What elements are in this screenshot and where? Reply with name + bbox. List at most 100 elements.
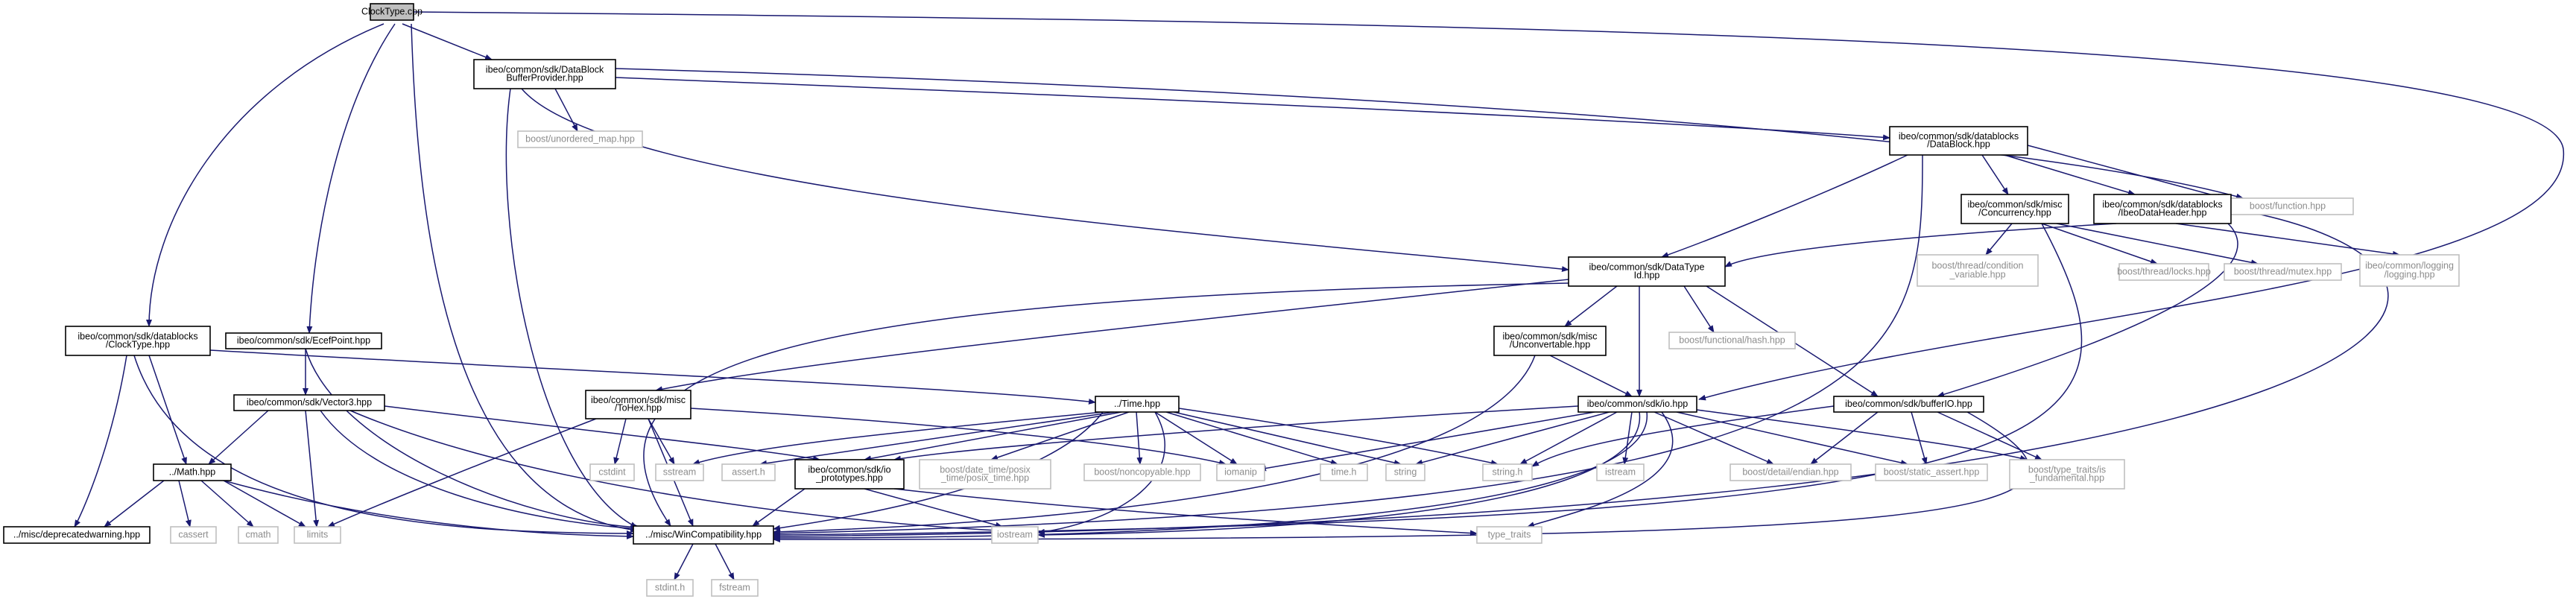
- node-cassert: cassert: [170, 526, 217, 544]
- node-label: type_traits: [1488, 529, 1531, 539]
- edge-dbbuf-to-wincompat: [505, 88, 638, 528]
- node-sassert: boost/static_assert.hpp: [1875, 463, 1988, 481]
- node-box: [1568, 256, 1726, 287]
- node-label: /DataBlock.hpp: [1927, 139, 1990, 150]
- edge-ibeohdr-to-wincompat: [773, 208, 2389, 539]
- node-label: ibeo/common/sdk/io: [808, 464, 890, 475]
- edge-clocktype-to-wincompat: [133, 355, 634, 536]
- node-fstream: fstream: [711, 579, 759, 597]
- edge-dtid-to-unconv: [1564, 285, 1618, 327]
- node-box: [370, 3, 414, 21]
- node-box: [655, 463, 704, 481]
- node-label: ibeo/common/sdk/datablocks: [77, 331, 197, 341]
- node-box: [225, 332, 382, 349]
- node-condvar: boost/thread/condition_variable.hpp: [1917, 254, 2039, 287]
- node-box: [1668, 332, 1796, 349]
- node-label: ibeo/common/sdk/datablocks: [1899, 131, 2019, 142]
- node-box: [589, 463, 635, 481]
- node-label: Id.hpp: [1634, 270, 1660, 280]
- edge-dbbuf-to-datablock: [615, 77, 1890, 141]
- edge-root-to-clocktype: [146, 23, 384, 327]
- node-box: [1596, 463, 1645, 481]
- edge-bufio-to-wincompat: [773, 411, 2030, 542]
- node-label: _time/posix_time.hpp: [940, 472, 1029, 483]
- node-label: sstream: [663, 466, 696, 477]
- node-cmath: cmath: [238, 526, 279, 544]
- node-box: [2224, 263, 2342, 281]
- node-label: ClockType.cpp: [361, 6, 423, 16]
- node-box: [1482, 463, 1533, 481]
- node-wincompat[interactable]: ../misc/WinCompatibility.hpp: [633, 525, 774, 545]
- edge-io-to-stringh: [1519, 411, 1618, 465]
- node-cstdint: cstdint: [589, 463, 635, 481]
- node-label: boost/noncopyable.hpp: [1094, 466, 1190, 477]
- edge-bufio-to-endian: [1810, 411, 1879, 465]
- edge-io-to-sassert: [1676, 411, 1908, 466]
- node-ioproto[interactable]: ibeo/common/sdk/io_prototypes.hpp: [794, 459, 905, 490]
- edge-ioproto-to-type_traits: [893, 488, 1478, 536]
- edge-tohex-to-sstream: [648, 418, 675, 465]
- node-label: assert.h: [732, 466, 765, 477]
- node-io[interactable]: ibeo/common/sdk/io.hpp: [1577, 396, 1697, 413]
- node-box: [1216, 463, 1265, 481]
- node-label: ibeo/common/sdk/misc: [1502, 331, 1597, 341]
- node-unconv[interactable]: ibeo/common/sdk/misc/Unconvertable.hpp: [1493, 326, 1607, 356]
- node-box: [517, 130, 643, 148]
- edge-math-to-cmath: [200, 480, 254, 528]
- node-asserth: assert.h: [721, 463, 776, 481]
- node-box: [991, 526, 1039, 544]
- node-box: [294, 526, 341, 544]
- node-label: boost/date_time/posix: [940, 464, 1031, 475]
- node-box: [170, 526, 217, 544]
- edge-time-to-stringh: [1178, 408, 1499, 466]
- node-label: limits: [307, 529, 328, 539]
- node-locks: boost/thread/locks.hpp: [2117, 263, 2211, 281]
- edge-math-to-deprecated: [104, 480, 165, 528]
- node-label: boost/detail/endian.hpp: [1742, 466, 1838, 477]
- node-root[interactable]: ClockType.cpp: [361, 3, 423, 21]
- node-box: [1493, 326, 1607, 356]
- node-box: [1385, 463, 1425, 481]
- node-label: ../Time.hpp: [1114, 399, 1160, 409]
- node-label: boost/unordered_map.hpp: [525, 133, 635, 144]
- node-box: [633, 525, 774, 545]
- node-label: boost/type_traits/is: [2028, 464, 2106, 475]
- node-time[interactable]: ../Time.hpp: [1095, 396, 1180, 413]
- node-label: ibeo/common/sdk/datablocks: [2102, 199, 2222, 209]
- node-vec3[interactable]: ibeo/common/sdk/Vector3.hpp: [233, 394, 385, 411]
- edge-time-to-iomanip: [1154, 411, 1238, 465]
- node-box: [721, 463, 776, 481]
- edge-conc-to-condvar: [1985, 223, 2013, 256]
- node-posix: boost/date_time/posix_time/posix_time.hp…: [919, 459, 1051, 490]
- edge-unconv-to-wincompat: [773, 355, 1536, 535]
- edge-datablock-to-wincompat: [773, 154, 1923, 536]
- node-box: [2093, 194, 2232, 224]
- node-datablock[interactable]: ibeo/common/sdk/datablocks/DataBlock.hpp: [1889, 126, 2028, 156]
- node-clocktype[interactable]: ibeo/common/sdk/datablocks/ClockType.hpp: [65, 326, 211, 356]
- edge-io-to-iomanip: [1259, 411, 1595, 472]
- node-deprecated[interactable]: ../misc/deprecatedwarning.hpp: [3, 526, 151, 544]
- node-box: [711, 579, 759, 597]
- node-conc[interactable]: ibeo/common/sdk/misc/Concurrency.hpp: [1961, 194, 2069, 224]
- node-box: [1320, 463, 1368, 481]
- node-bufio[interactable]: ibeo/common/sdk/bufferIO.hpp: [1833, 396, 1984, 413]
- edge-clocktype-to-deprecated: [74, 355, 127, 528]
- edge-ioproto-to-wincompat: [752, 488, 806, 527]
- edge-io-to-ioproto: [893, 405, 1579, 462]
- node-math[interactable]: ../Math.hpp: [153, 463, 232, 481]
- node-ecef[interactable]: ibeo/common/sdk/EcefPoint.hpp: [225, 332, 382, 349]
- node-tohex[interactable]: ibeo/common/sdk/misc/ToHex.hpp: [585, 390, 692, 419]
- node-box: [2359, 254, 2460, 287]
- node-box: [1730, 463, 1852, 481]
- edge-root-to-dbbuf: [402, 23, 493, 60]
- node-label: ibeo/common/sdk/Vector3.hpp: [247, 397, 372, 408]
- node-endian: boost/detail/endian.hpp: [1730, 463, 1852, 481]
- node-box: [1889, 126, 2028, 156]
- node-ibeohdr[interactable]: ibeo/common/sdk/datablocks/IbeoDataHeade…: [2093, 194, 2232, 224]
- node-bfunc: boost/function.hpp: [2221, 197, 2354, 215]
- edge-tohex-to-limits: [327, 418, 597, 528]
- node-label: stdint.h: [655, 582, 685, 592]
- node-dbbuf[interactable]: ibeo/common/sdk/DataBlockBufferProvider.…: [473, 59, 616, 89]
